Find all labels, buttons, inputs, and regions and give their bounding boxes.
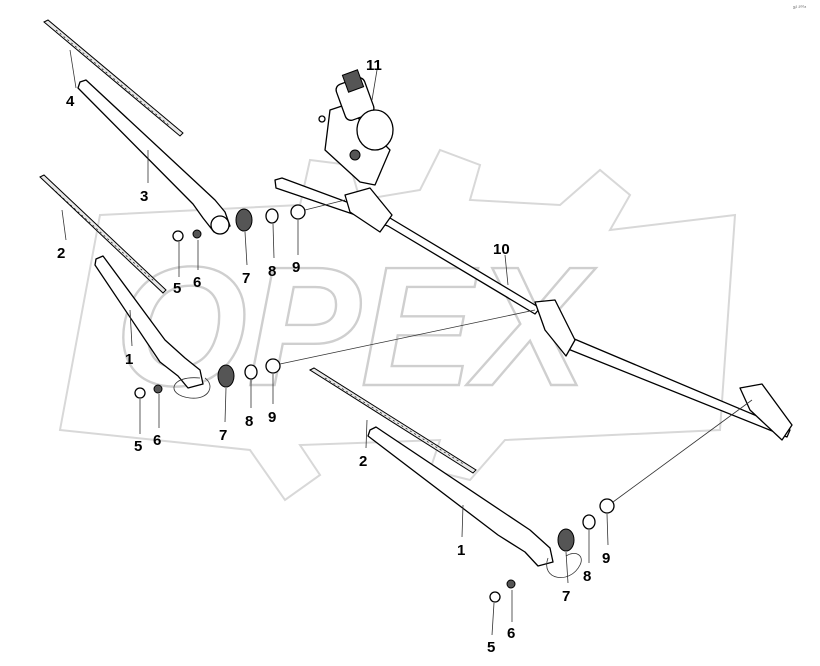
- leader-9c: [606, 513, 609, 546]
- watermark: OPEX: [58, 148, 737, 502]
- callout-7-upper: 7: [242, 270, 250, 287]
- motor-cap: [341, 69, 365, 93]
- assembly-guide-lines: [279, 199, 753, 503]
- callout-9-upper: 9: [292, 259, 300, 276]
- linkage-pivot-center: [534, 299, 576, 357]
- callout-4: 4: [66, 93, 75, 110]
- wiper-blade-4: [43, 19, 184, 137]
- callout-8-left: 8: [245, 413, 253, 430]
- fasteners-upper: [172, 204, 306, 242]
- linkage-rod-upper: [274, 177, 541, 315]
- guide-line-upper: [304, 199, 346, 211]
- nut-8-upper: [265, 208, 279, 224]
- callout-11: 11: [366, 57, 382, 74]
- wiper-arm-1-left: [94, 255, 204, 389]
- callout-6-right: 6: [507, 625, 515, 642]
- wiper-arm-1-right: [367, 426, 554, 567]
- callout-9-right: 9: [602, 550, 610, 567]
- leader-1a: [129, 309, 133, 347]
- nut-cap-5-upper: [172, 230, 184, 242]
- callouts: 4 3 2 1 5 6 7 8 9 5 6 7 8 9 11 10 2 1 7 …: [57, 57, 610, 656]
- callout-7-right: 7: [562, 588, 570, 605]
- wiper-linkage-10: [274, 177, 793, 441]
- callout-1-left: 1: [125, 351, 133, 368]
- leader-7b: [224, 387, 227, 423]
- nut-cap-5-right: [489, 591, 501, 603]
- callout-10: 10: [493, 241, 510, 258]
- leader-2a: [61, 209, 67, 241]
- wiper-arm-3-hub: [210, 215, 230, 235]
- watermark-logo-text: OPEX: [115, 232, 596, 422]
- guide-line-right: [612, 399, 753, 503]
- linkage-pivot-left: [344, 187, 393, 233]
- seal-7-left: [217, 364, 235, 388]
- callout-1-right: 1: [457, 542, 465, 559]
- leader-7c: [565, 551, 569, 584]
- callout-2-left: 2: [57, 245, 65, 262]
- leader-4: [69, 49, 77, 89]
- nut-8-right: [582, 514, 596, 530]
- motor-gearbox: [356, 109, 394, 151]
- washer-9-left: [265, 358, 281, 374]
- nut-6-left: [153, 384, 163, 394]
- motor-screw: [318, 115, 326, 123]
- callout-6-upper: 6: [193, 274, 201, 291]
- nut-6-right: [506, 579, 516, 589]
- callout-3: 3: [140, 188, 148, 205]
- fasteners-left: [134, 358, 281, 399]
- callout-5-left: 5: [134, 438, 142, 455]
- washer-9-right: [599, 498, 615, 514]
- leader-lines: [61, 49, 609, 636]
- callout-8-right: 8: [583, 568, 591, 585]
- callout-5-upper: 5: [173, 280, 181, 297]
- wiper-motor-11: [318, 69, 394, 186]
- leader-1b: [461, 504, 464, 538]
- callout-6-left: 6: [153, 432, 161, 449]
- wiper-blade-2-left-ribs: [51, 187, 156, 283]
- callout-7-left: 7: [219, 427, 227, 444]
- guide-line-left: [279, 309, 536, 365]
- leader-2b: [365, 419, 368, 449]
- nut-6-upper: [192, 229, 202, 239]
- callout-2-right: 2: [359, 453, 367, 470]
- wiper-arm-3: [77, 79, 231, 233]
- washer-9-upper: [290, 204, 306, 220]
- callout-8-upper: 8: [268, 263, 276, 280]
- motor-output-shaft: [349, 149, 361, 161]
- seal-7-right: [557, 528, 575, 552]
- seal-7-upper: [235, 208, 253, 232]
- upper-wiper-assembly: [43, 19, 231, 235]
- callout-5-right: 5: [487, 639, 495, 656]
- nut-cap-5-left: [134, 387, 146, 399]
- nut-8-left: [244, 364, 258, 380]
- right-wiper-assembly: [308, 367, 582, 578]
- callout-9-left: 9: [268, 409, 276, 426]
- fasteners-right: [489, 498, 615, 603]
- corner-mark: s² ²⁰⁰⁸: [793, 5, 806, 11]
- left-wiper-assembly: [39, 174, 211, 399]
- leader-8a: [272, 223, 275, 259]
- leader-11: [371, 69, 378, 101]
- wiper-blade-4-ribs: [55, 29, 171, 127]
- leader-5c: [491, 602, 495, 636]
- leader-10: [504, 254, 509, 286]
- wiper-arm-1-right-spring: [546, 553, 582, 578]
- leader-7a: [244, 231, 248, 266]
- wiper-arm-1-left-spring: [173, 377, 211, 399]
- linkage-pivot-right: [739, 383, 793, 441]
